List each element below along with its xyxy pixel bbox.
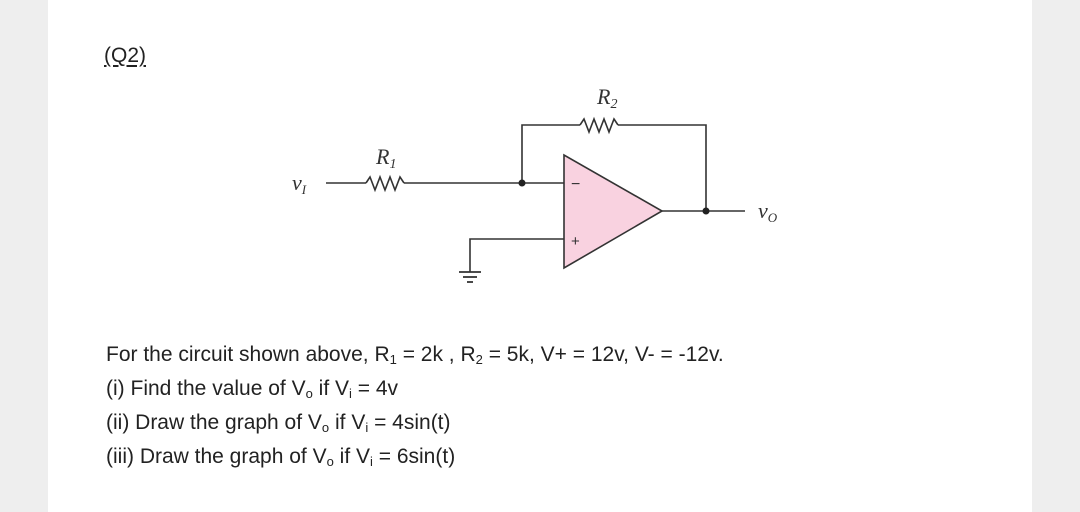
opamp-triangle — [563, 153, 664, 270]
r1-label: R1 — [375, 144, 396, 172]
plus-sign: + — [571, 233, 580, 250]
question-part-3: (iii) Draw the graph of Vo if Vi = 6sin(… — [106, 445, 456, 469]
question-text: For the circuit shown above, R1 = 2k , R… — [106, 338, 724, 474]
feedback-wire-left — [521, 124, 580, 183]
noninverting-ground-wire — [469, 238, 564, 272]
question-intro-line: For the circuit shown above, R1 = 2k , R… — [106, 343, 724, 367]
vi-label: vI — [292, 170, 307, 197]
minus-sign: − — [571, 176, 580, 193]
r2-resistor — [579, 116, 619, 135]
question-heading: (Q2) — [104, 44, 146, 67]
r2-label: R2 — [596, 84, 617, 112]
output-node-dot — [702, 207, 710, 215]
question-part-1: (i) Find the value of Vo if Vi = 4v — [106, 377, 399, 401]
vo-label: vO — [758, 198, 778, 225]
document-page — [48, 0, 1032, 512]
feedback-wire-right — [618, 124, 707, 211]
question-part-2: (ii) Draw the graph of Vo if Vi = 4sin(t… — [106, 411, 451, 435]
ground-symbol — [459, 271, 481, 283]
r1-resistor — [365, 174, 405, 193]
inverting-node-dot — [518, 179, 526, 187]
